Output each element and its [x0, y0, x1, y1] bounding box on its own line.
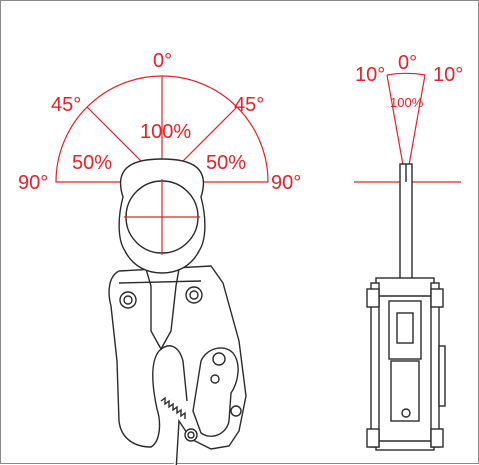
front-angle-right-90: 90° [271, 172, 301, 194]
clamp-center-slot [145, 268, 180, 351]
side-cam-housing [388, 300, 422, 360]
side-clamp [366, 163, 446, 451]
bottom-bolt [184, 428, 198, 442]
front-angle-left-90: 90° [18, 172, 48, 194]
side-lever [438, 345, 446, 407]
bolt-left-inner [123, 295, 133, 305]
bolt-left [119, 291, 137, 309]
front-capacity-right: 50% [206, 152, 246, 174]
bolt-right [185, 286, 203, 304]
clamp-left-jaw [108, 270, 188, 448]
front-angle-right-45: 45° [234, 94, 264, 116]
side-cam-window [396, 312, 414, 344]
bolt-right-inner [189, 290, 199, 300]
cam-lever [192, 347, 239, 437]
front-labels: 0° 45° 45° 90° 90° 100% 50% 50% [18, 50, 301, 194]
side-arc [386, 72, 426, 76]
front-clamp [108, 158, 247, 465]
side-eye-plate [399, 163, 413, 293]
front-capacity-left: 50% [72, 152, 112, 174]
side-bolt-top-left [366, 288, 380, 308]
cam-pin-2 [210, 374, 220, 384]
bottom-bolt-inner [187, 431, 195, 439]
front-angle-left-45: 45° [51, 94, 81, 116]
front-angle-top: 0° [153, 50, 172, 72]
side-angle-right-label: 10° [433, 64, 463, 86]
side-capacity-label: 100% [390, 95, 424, 110]
front-capacity-center: 100% [140, 121, 191, 143]
side-angle-top-label: 0° [398, 52, 417, 74]
side-bolt-bottom-left [366, 428, 380, 448]
cam-pin-3 [230, 405, 242, 417]
side-angle-left-label: 10° [355, 64, 385, 86]
side-bolt-top-right [430, 288, 444, 308]
jaw-teeth [160, 396, 186, 419]
clamp-seam [118, 280, 202, 284]
side-jaw [390, 360, 420, 422]
protractor-semicircle [55, 75, 269, 183]
cam-pin [212, 352, 226, 366]
side-labels: 10° 0° 10° 100% [355, 52, 463, 110]
side-pin [401, 408, 411, 418]
side-bolt-bottom-right [430, 428, 444, 448]
